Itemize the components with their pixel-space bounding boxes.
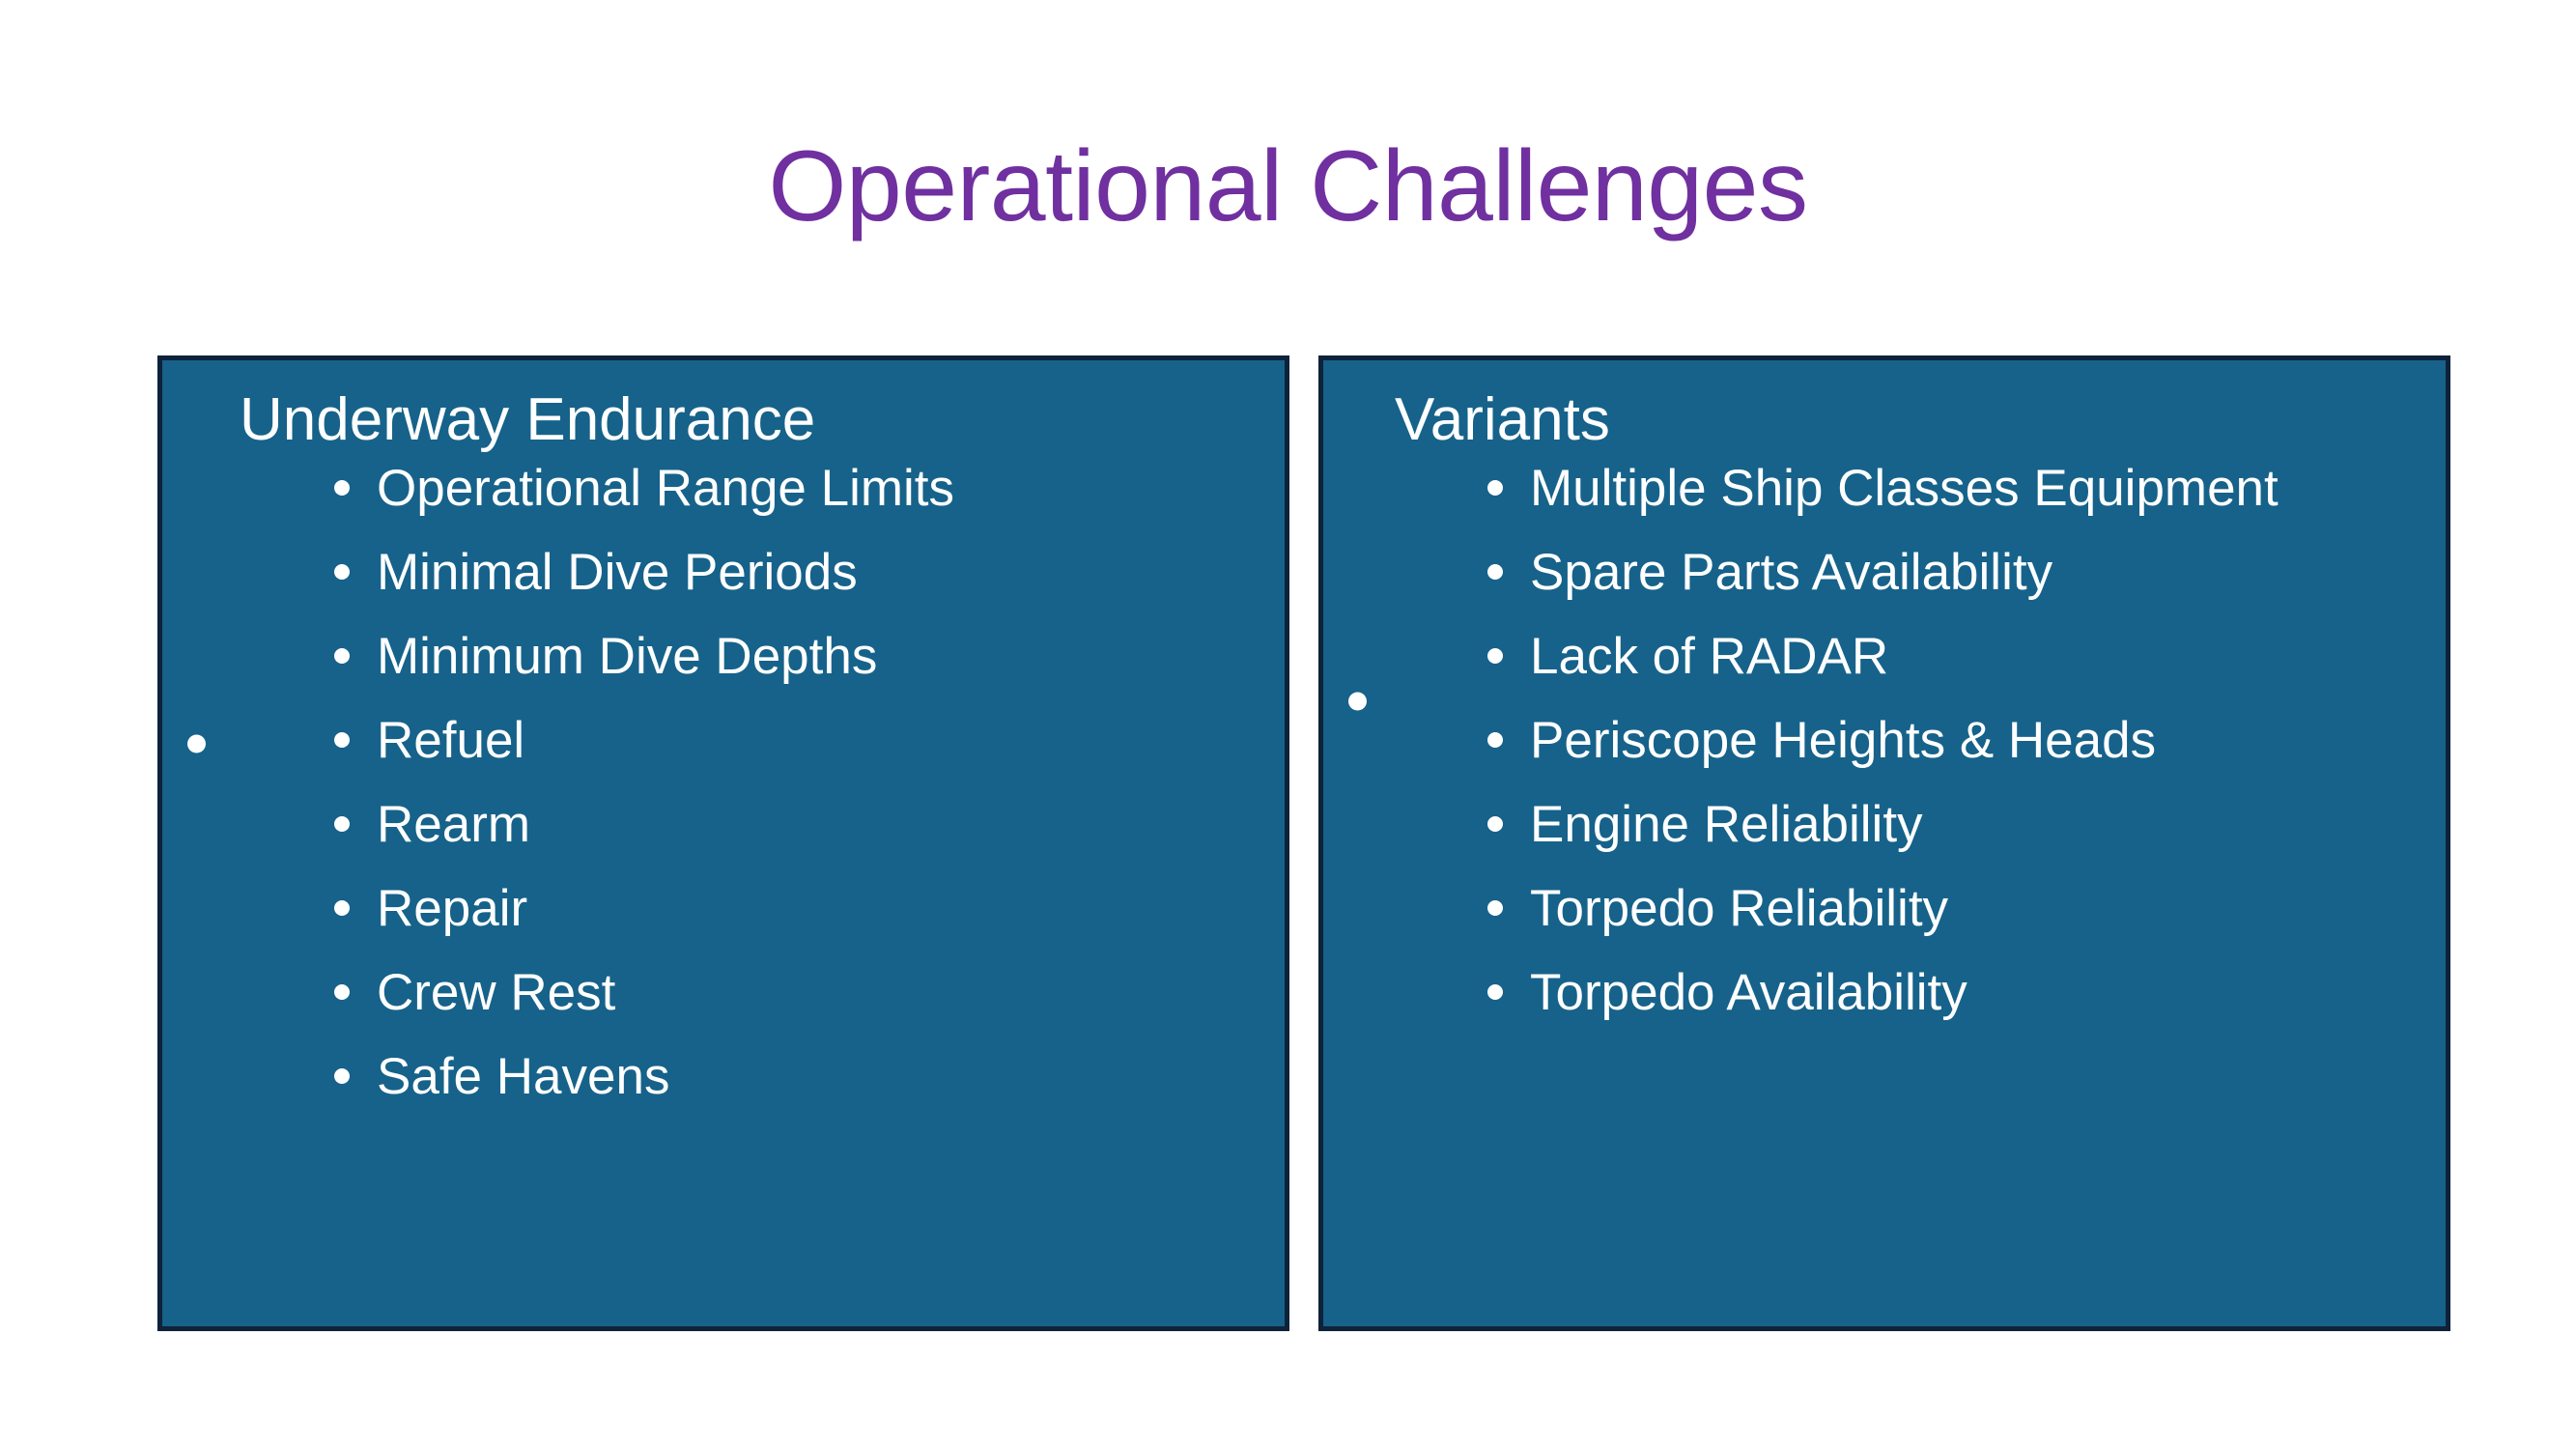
list-item-label: Rearm — [377, 795, 531, 853]
list-item: Periscope Heights & Heads — [1480, 715, 2428, 766]
list-item: Operational Range Limits — [326, 463, 1267, 514]
list-item-label: Variants — [1395, 386, 1610, 453]
list-item: Crew Rest — [326, 967, 1267, 1018]
bullet-dot-icon — [334, 984, 350, 1001]
list-item-label: Lack of RADAR — [1530, 627, 1889, 685]
list-item: Lack of RADAR — [1480, 631, 2428, 682]
list-item-heading: Underway Endurance Operational Range Lim… — [180, 385, 1267, 1102]
bullet-list-level2: Multiple Ship Classes Equipment Spare Pa… — [1395, 463, 2428, 1018]
list-item-heading: Variants Multiple Ship Classes Equipment… — [1341, 385, 2428, 1018]
list-item-label: Operational Range Limits — [377, 459, 955, 517]
bullet-dot-icon — [334, 1068, 350, 1085]
bullet-dot-icon — [1487, 732, 1503, 749]
list-item-label: Periscope Heights & Heads — [1530, 711, 2157, 769]
bullet-dot-icon — [334, 648, 350, 665]
list-item: Multiple Ship Classes Equipment — [1480, 463, 2428, 514]
bullet-dot-icon — [334, 816, 350, 833]
list-item-label: Crew Rest — [377, 963, 616, 1021]
list-item-label: Torpedo Reliability — [1530, 879, 1949, 937]
panel-underway-endurance: Underway Endurance Operational Range Lim… — [157, 355, 1289, 1331]
list-item: Engine Reliability — [1480, 799, 2428, 850]
list-item-label: Engine Reliability — [1530, 795, 1923, 853]
list-item: Torpedo Reliability — [1480, 883, 2428, 934]
page-title: Operational Challenges — [768, 130, 1808, 242]
bullet-dot-icon — [334, 732, 350, 749]
list-item: Refuel — [326, 715, 1267, 766]
list-item: Rearm — [326, 799, 1267, 850]
bullet-list-level2: Operational Range Limits Minimal Dive Pe… — [240, 463, 1267, 1102]
bullet-dot-icon — [1487, 564, 1503, 581]
bullet-dot-icon — [187, 734, 206, 753]
bullet-dot-icon — [1348, 692, 1367, 711]
bullet-dot-icon — [1487, 648, 1503, 665]
bullet-dot-icon — [1487, 984, 1503, 1001]
list-item-label: Spare Parts Availability — [1530, 543, 2053, 601]
bullet-dot-icon — [334, 564, 350, 581]
bullet-dot-icon — [1487, 480, 1503, 497]
list-item-label: Refuel — [377, 711, 525, 769]
list-item: Spare Parts Availability — [1480, 547, 2428, 598]
list-item: Minimum Dive Depths — [326, 631, 1267, 682]
list-item-label: Minimum Dive Depths — [377, 627, 878, 685]
list-item: Torpedo Availability — [1480, 967, 2428, 1018]
list-item: Minimal Dive Periods — [326, 547, 1267, 598]
list-item-label: Minimal Dive Periods — [377, 543, 858, 601]
list-item-label: Safe Havens — [377, 1047, 670, 1105]
panel-variants: Variants Multiple Ship Classes Equipment… — [1318, 355, 2450, 1331]
bullet-list-level1: Variants Multiple Ship Classes Equipment… — [1341, 385, 2428, 1018]
bullet-dot-icon — [334, 480, 350, 497]
content-columns: Underway Endurance Operational Range Lim… — [157, 355, 2450, 1331]
list-item: Safe Havens — [326, 1051, 1267, 1102]
list-item-label: Repair — [377, 879, 528, 937]
list-item-label: Torpedo Availability — [1530, 963, 1967, 1021]
bullet-dot-icon — [1487, 900, 1503, 917]
bullet-list-level1: Underway Endurance Operational Range Lim… — [180, 385, 1267, 1102]
bullet-dot-icon — [1487, 816, 1503, 833]
bullet-dot-icon — [334, 900, 350, 917]
list-item: Repair — [326, 883, 1267, 934]
list-item-label: Multiple Ship Classes Equipment — [1530, 459, 2279, 517]
list-item-label: Underway Endurance — [240, 386, 816, 453]
